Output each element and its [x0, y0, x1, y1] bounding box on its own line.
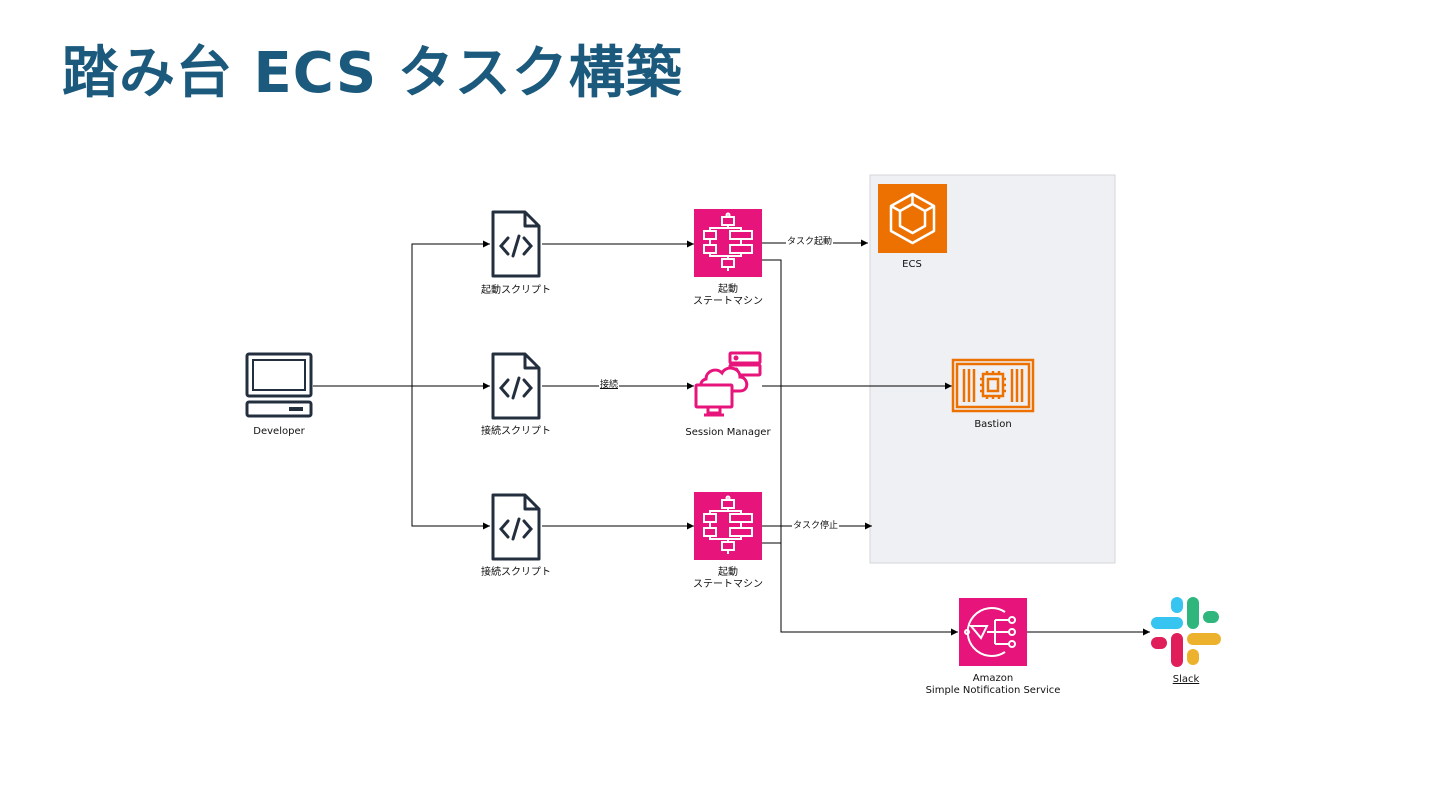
ecs-label: ECS: [902, 259, 922, 270]
state-machine-label-line1: 起動: [718, 567, 738, 578]
session-manager-label: Session Manager: [685, 427, 771, 438]
stop-state-machine-label: 起動 ステートマシン: [678, 567, 778, 591]
developer-label: Developer: [253, 426, 305, 437]
stop-script-label: 接続スクリプト: [481, 567, 551, 578]
ecs-icon: [878, 184, 947, 253]
sns-icon: [959, 598, 1027, 666]
session-manager-icon: [694, 351, 762, 417]
state-machine-label-line2: ステートマシン: [693, 579, 763, 590]
bastion-label: Bastion: [974, 419, 1012, 430]
step-functions-icon: [693, 491, 763, 561]
page-title: 踏み台 ECS タスク構築: [62, 41, 683, 106]
connect-script-label: 接続スクリプト: [481, 426, 551, 437]
slack-logo-icon: [1151, 597, 1221, 667]
desktop-computer-icon: [245, 352, 313, 418]
start-state-machine-label: 起動 ステートマシン: [678, 284, 778, 308]
code-file-icon: [491, 352, 541, 420]
code-file-icon: [491, 493, 541, 561]
ec2-instance-icon: [951, 358, 1035, 413]
edge-label-start-task: タスク起動: [786, 237, 834, 248]
sns-label: Amazon Simple Notification Service: [913, 673, 1073, 697]
edge-label-connect: 接続: [599, 380, 620, 391]
state-machine-label-line2: ステートマシン: [693, 296, 763, 307]
sns-label-line1: Amazon: [972, 673, 1014, 684]
step-functions-icon: [693, 208, 763, 278]
edge-label-stop-task: タスク停止: [792, 521, 840, 532]
state-machine-label-line1: 起動: [718, 284, 738, 295]
start-script-label: 起動スクリプト: [481, 285, 551, 296]
code-file-icon: [491, 210, 541, 278]
sns-label-line2: Simple Notification Service: [925, 685, 1061, 696]
slack-label: Slack: [1172, 674, 1200, 685]
